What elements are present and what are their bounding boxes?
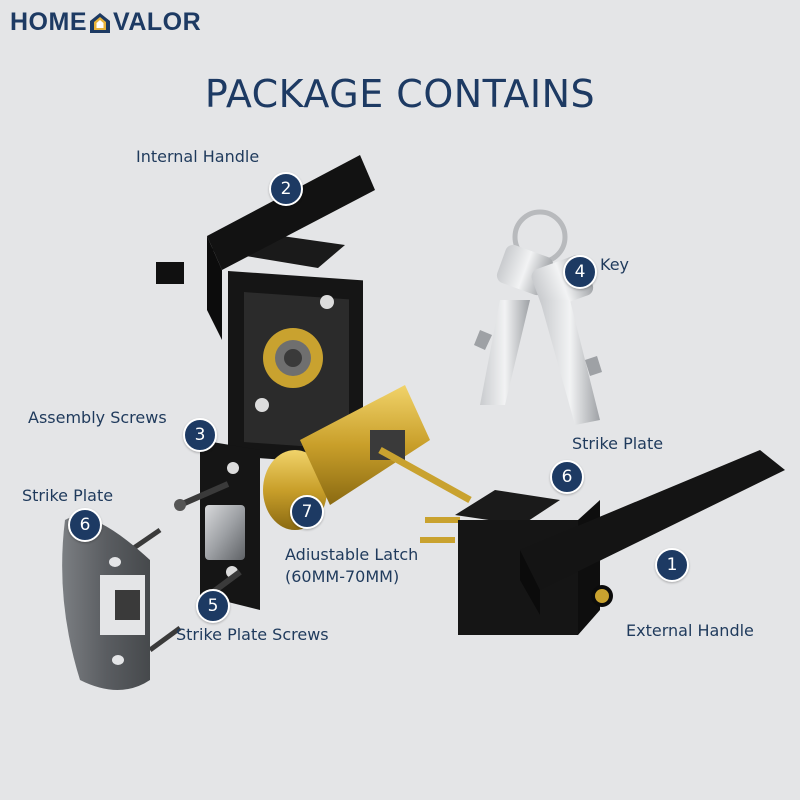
strike-plate-right-badge: 6 — [550, 460, 584, 494]
strike-plate-screws-badge: 5 — [196, 589, 230, 623]
brand-name-left: HOME — [10, 8, 87, 36]
assembly-screws-badge: 3 — [183, 418, 217, 452]
strike-plate-image — [62, 516, 151, 690]
adjustable-latch-image — [200, 385, 472, 610]
strike-plate-right-label: Strike Plate — [572, 434, 664, 453]
external-handle-image — [455, 450, 785, 635]
strike-plate-screws-label: Strike Plate Screws — [176, 625, 329, 644]
internal-handle-image — [156, 155, 375, 466]
key-label: Key — [600, 255, 630, 274]
strike-plate-left-label: Strike Plate — [22, 486, 114, 505]
adjustable-latch-size: (60MM-70MM) — [285, 567, 400, 586]
page-title: PACKAGE CONTAINS — [204, 72, 596, 116]
external-handle-badge: 1 — [655, 548, 689, 582]
brand-name-right: VALOR — [113, 8, 202, 36]
strike-plate-left-badge: 6 — [68, 508, 102, 542]
adjustable-latch-label: Adiustable Latch — [285, 545, 419, 564]
internal-handle-label: Internal Handle — [136, 147, 260, 166]
brand-logo: HOME VALOR — [10, 8, 201, 37]
key-badge: 4 — [563, 255, 597, 289]
adjustable-latch-badge: 7 — [290, 495, 324, 529]
house-shield-icon — [90, 12, 110, 33]
keys-image — [474, 209, 602, 425]
external-handle-label: External Handle — [626, 621, 754, 640]
internal-handle-badge: 2 — [269, 172, 303, 206]
assembly-screws-label: Assembly Screws — [28, 408, 167, 427]
